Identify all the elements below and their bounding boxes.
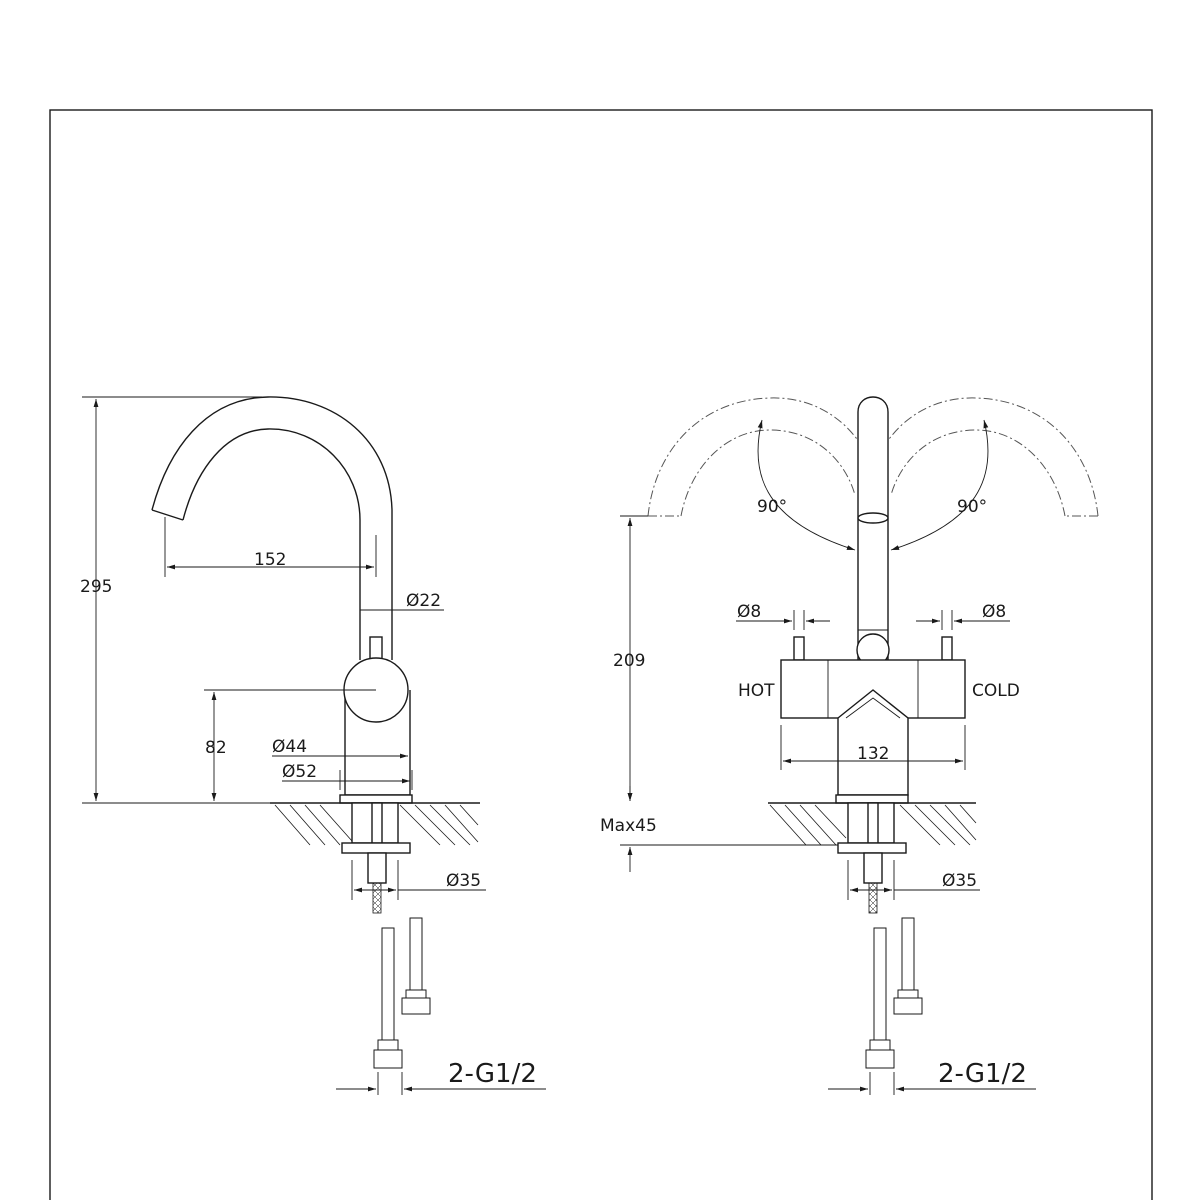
side-fixing: [367, 852, 387, 884]
dim-shank-diameter-front: Ø35: [942, 871, 977, 891]
dim-spout-diameter: Ø22: [406, 591, 441, 611]
front-rod: [867, 802, 879, 844]
side-handle-pin: [369, 636, 383, 660]
swivel-angle-left: 90°: [757, 497, 787, 517]
side-hose-short: [409, 917, 423, 991]
hot-label: HOT: [738, 681, 775, 701]
dim-body-width: 132: [857, 744, 889, 764]
ghost-spout-right: [873, 397, 1099, 517]
pin-cold: [941, 636, 953, 661]
front-hose-short-nut: [893, 997, 923, 1015]
dim-spout-height: 209: [613, 651, 645, 671]
swivel-arc-left: [757, 419, 856, 551]
swivel-arc-right: [890, 419, 989, 551]
drawing-frame: [49, 109, 1153, 1200]
side-nut: [341, 842, 411, 854]
swivel-angle-right: 90°: [957, 497, 987, 517]
front-hose-short-ferrule: [897, 989, 919, 999]
side-thread: [372, 882, 382, 914]
side-hose-long: [381, 927, 395, 1041]
side-hose-short-nut: [401, 997, 431, 1015]
side-counter-hatch: [274, 804, 479, 846]
dim-handle-height: 82: [205, 738, 227, 758]
side-spout: [151, 396, 393, 660]
dim-body-diameter: Ø44: [272, 737, 307, 757]
front-view: 90° 90°: [600, 396, 1099, 1095]
cold-label: COLD: [972, 681, 1020, 701]
side-hose-long-ferrule: [377, 1039, 399, 1051]
side-hose-short-ferrule: [405, 989, 427, 999]
dim-total-height: 295: [80, 577, 112, 597]
dim-max-thickness: Max45: [600, 816, 657, 836]
front-stem: [837, 689, 909, 796]
side-view: 295 152 Ø22 82 Ø44 Ø52 Ø35 2-G1/2: [80, 396, 546, 1095]
dim-base-diameter: Ø52: [282, 762, 317, 782]
side-hoses: [373, 917, 431, 1069]
front-hose-short: [901, 917, 915, 991]
pin-hot: [793, 636, 805, 661]
front-hose-long-ferrule: [869, 1039, 891, 1051]
front-nut: [837, 842, 907, 854]
front-spout: [857, 396, 889, 661]
dim-reach: 152: [254, 550, 286, 570]
front-hose-long: [873, 927, 887, 1041]
ghost-spout-left: [647, 397, 873, 517]
front-counter-hatch: [769, 804, 977, 846]
front-thread: [868, 882, 878, 914]
dim-pin-diameter-left: Ø8: [737, 602, 761, 622]
front-fixing: [863, 852, 883, 884]
connection-size-front: 2-G1/2: [938, 1059, 1027, 1089]
dim-shank-diameter-side: Ø35: [446, 871, 481, 891]
dim-pin-diameter-right: Ø8: [982, 602, 1006, 622]
side-base: [339, 794, 413, 804]
front-base: [835, 794, 909, 804]
connection-size-side: 2-G1/2: [448, 1059, 537, 1089]
side-rod: [371, 802, 383, 844]
side-hose-long-nut: [373, 1049, 403, 1069]
front-hoses: [865, 917, 923, 1069]
front-spout-outlet: [857, 512, 889, 524]
front-hose-long-nut: [865, 1049, 895, 1069]
